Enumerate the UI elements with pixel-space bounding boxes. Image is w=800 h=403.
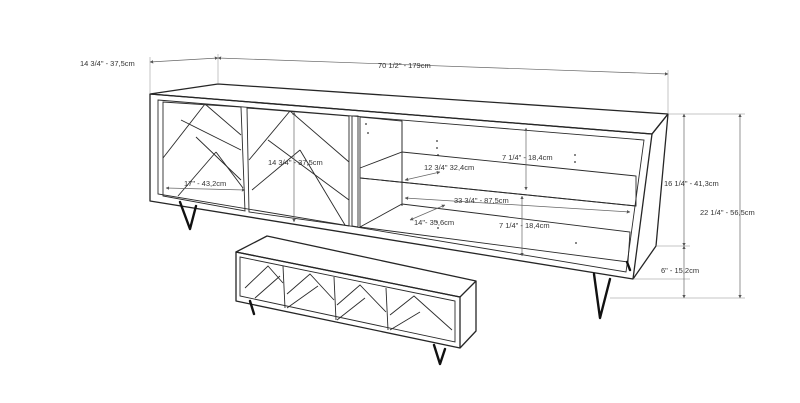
label-depth-top: 14 3/4" - 37,5cm xyxy=(80,59,135,68)
hairpin-legs xyxy=(178,200,632,320)
label-inner-depth: 12 3/4" 32,4cm xyxy=(424,163,474,172)
label-door-height: 14 3/4" - 37,5cm xyxy=(268,158,323,167)
small-bench xyxy=(235,235,477,366)
left-door xyxy=(162,101,246,212)
label-body-height: 16 1/4" - 41,3cm xyxy=(664,179,719,188)
label-leg-height: 6" - 15,2cm xyxy=(661,266,699,275)
bench-side xyxy=(459,281,477,349)
cabinet-right-side xyxy=(632,113,669,280)
label-total-width: 70 1/2" - 179cm xyxy=(378,61,431,70)
upper-shelf xyxy=(359,151,637,207)
divider-panel xyxy=(351,115,359,228)
label-upper-shelf-height: 7 1/4" - 18,4cm xyxy=(502,153,553,162)
bench-front-inner xyxy=(239,256,456,343)
shelf-pin-holes xyxy=(365,123,577,244)
label-door-width: 17" - 43,2cm xyxy=(184,179,226,188)
dimension-labels: 14 3/4" - 37,5cm 70 1/2" - 179cm 14 3/4"… xyxy=(80,59,755,275)
label-total-height: 22 1/4" - 56,5cm xyxy=(700,208,755,217)
lower-shelf xyxy=(358,203,631,263)
label-lower-shelf-height: 7 1/4" - 18,4cm xyxy=(499,221,550,230)
open-compartment-side xyxy=(359,117,403,227)
cabinet-top xyxy=(149,83,669,135)
main-cabinet xyxy=(149,83,669,320)
label-open-width: 33 3/4" - 87,5cm xyxy=(454,196,509,205)
open-compartment-back xyxy=(359,116,403,180)
cabinet-front-inner xyxy=(157,99,645,273)
bench-doors xyxy=(244,265,453,331)
bench-legs xyxy=(248,299,447,366)
bench-top xyxy=(235,235,477,298)
right-door xyxy=(246,107,350,227)
dimension-lines xyxy=(149,54,745,299)
bench-front xyxy=(235,251,461,349)
label-shelf-depth: 14"- 35,6cm xyxy=(414,218,454,227)
